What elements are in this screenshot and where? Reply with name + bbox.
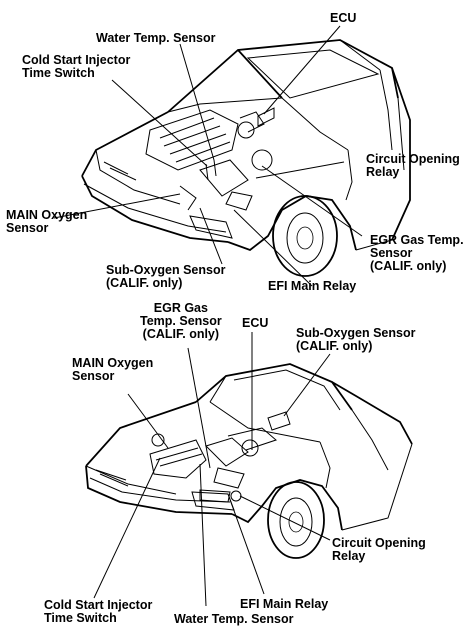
bottom-car-drawing bbox=[85, 332, 413, 607]
top-label-water-temp-sensor: Water Temp. Sensor bbox=[96, 31, 216, 45]
top-label-egr-gas-temp-sensor: EGR Gas Temp. Sensor (CALIF. only) bbox=[370, 233, 464, 273]
bottom-label-cold-start-injector-time-switch: Cold Start Injector Time Switch bbox=[44, 598, 153, 625]
bottom-label-main-oxygen-sensor: MAIN Oxygen Sensor bbox=[72, 356, 154, 383]
top-label-cold-start-injector-time-switch: Cold Start Injector Time Switch bbox=[22, 53, 131, 80]
top-car-drawing bbox=[53, 25, 411, 287]
bottom-label-egr-gas-temp-sensor: EGR Gas Temp. Sensor (CALIF. only) bbox=[140, 301, 222, 341]
bottom-label-circuit-opening-relay: Circuit Opening Relay bbox=[332, 536, 426, 563]
bottom-label-ecu: ECU bbox=[242, 316, 269, 330]
bottom-label-water-temp-sensor: Water Temp. Sensor bbox=[174, 612, 294, 626]
top-label-circuit-opening-relay: Circuit Opening Relay bbox=[366, 152, 460, 179]
top-label-sub-oxygen-sensor: Sub-Oxygen Sensor (CALIF. only) bbox=[106, 263, 226, 290]
top-label-ecu: ECU bbox=[330, 11, 357, 25]
top-label-main-oxygen-sensor: MAIN Oxygen Sensor bbox=[6, 208, 88, 235]
bottom-label-sub-oxygen-sensor: Sub-Oxygen Sensor (CALIF. only) bbox=[296, 326, 416, 353]
top-label-efi-main-relay: EFI Main Relay bbox=[268, 279, 357, 293]
bottom-label-efi-main-relay: EFI Main Relay bbox=[240, 597, 329, 611]
